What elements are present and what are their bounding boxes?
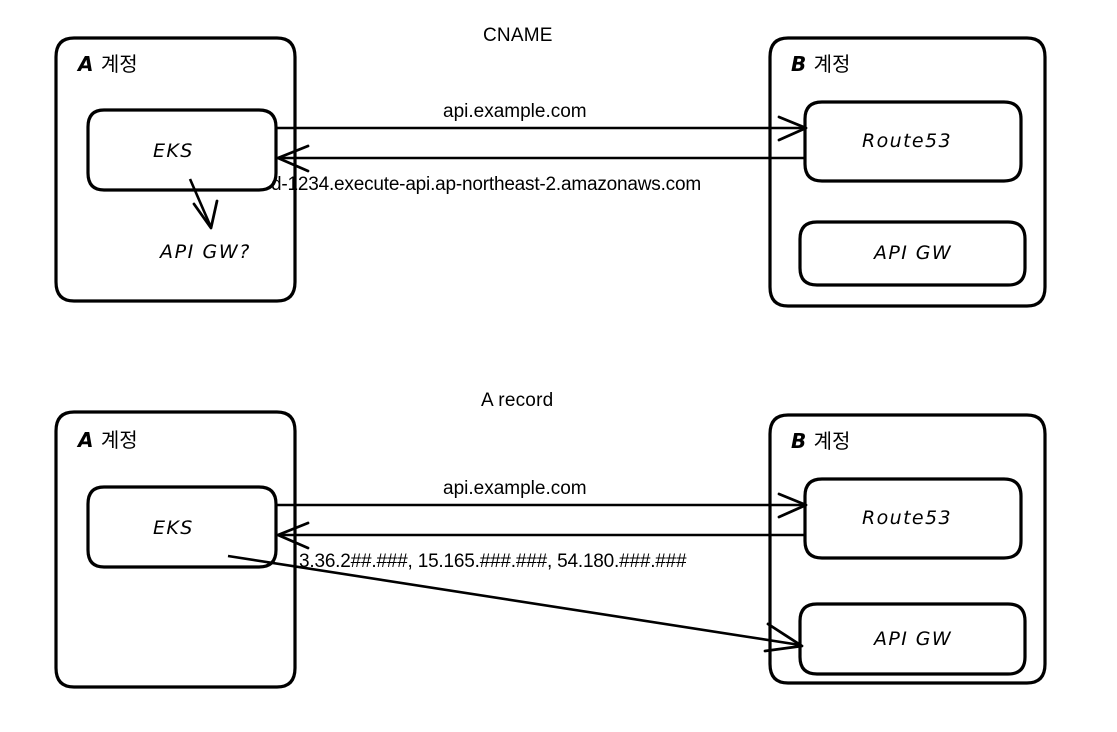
bottom-apigw-node-label: API GW bbox=[874, 628, 953, 650]
top-route53-node-box bbox=[803, 100, 1023, 183]
top-a-account-label: A 계정 bbox=[78, 54, 138, 74]
bottom-request-arrowhead bbox=[777, 492, 808, 519]
top-eks-to-unknown-arrowhead bbox=[192, 199, 219, 230]
bottom-route53-node-box bbox=[803, 477, 1023, 560]
bottom-eks-node-label: EKS bbox=[153, 517, 194, 539]
top-a-account-letter: A bbox=[78, 52, 95, 76]
bottom-response-arrowhead bbox=[276, 521, 310, 550]
bottom-eks-to-apigw-arrowhead bbox=[763, 622, 804, 653]
bottom-b-account-letter: B bbox=[791, 429, 808, 453]
top-eks-node-box bbox=[86, 108, 278, 192]
bottom-a-account-box bbox=[54, 410, 297, 689]
top-eks-node-label: EKS bbox=[153, 140, 194, 162]
top-b-account-word: 계정 bbox=[813, 52, 851, 76]
top-response-edge-label: d-1234.execute-api.ap-northeast-2.amazon… bbox=[271, 174, 701, 195]
top-apigw-node-label: API GW bbox=[874, 242, 953, 264]
bottom-eks-node-box bbox=[86, 485, 278, 569]
top-request-edge-label: api.example.com bbox=[443, 101, 587, 122]
top-request-arrowhead bbox=[777, 115, 808, 142]
bottom-a-account-label: A 계정 bbox=[78, 430, 138, 450]
bottom-b-account-label: B 계정 bbox=[791, 431, 850, 451]
bottom-apigw-node-box bbox=[798, 602, 1027, 676]
top-api-gw-question-label: API GW? bbox=[160, 241, 251, 263]
top-a-account-word: 계정 bbox=[100, 52, 138, 76]
bottom-request-edge-label: api.example.com bbox=[443, 478, 587, 499]
bottom-b-account-box bbox=[768, 413, 1047, 685]
bottom-eks-to-apigw-line bbox=[227, 554, 801, 647]
top-b-account-letter: B bbox=[791, 52, 808, 76]
top-panel-title: CNAME bbox=[483, 25, 553, 46]
top-b-account-label: B 계정 bbox=[791, 54, 850, 74]
bottom-response-edge-label: 3.36.2##.###, 15.165.###.###, 54.180.###… bbox=[299, 551, 687, 572]
top-response-arrowhead bbox=[276, 144, 310, 173]
top-apigw-node-box bbox=[798, 220, 1027, 287]
bottom-a-account-word: 계정 bbox=[100, 428, 138, 452]
top-route53-node-label: Route53 bbox=[862, 130, 952, 152]
bottom-b-account-word: 계정 bbox=[813, 429, 851, 453]
bottom-a-account-letter: A bbox=[78, 428, 95, 452]
top-eks-to-unknown-line bbox=[188, 178, 212, 226]
bottom-route53-node-label: Route53 bbox=[862, 507, 952, 529]
bottom-panel-title: A record bbox=[481, 390, 554, 411]
top-b-account-box bbox=[768, 36, 1047, 308]
top-a-account-box bbox=[54, 36, 297, 303]
